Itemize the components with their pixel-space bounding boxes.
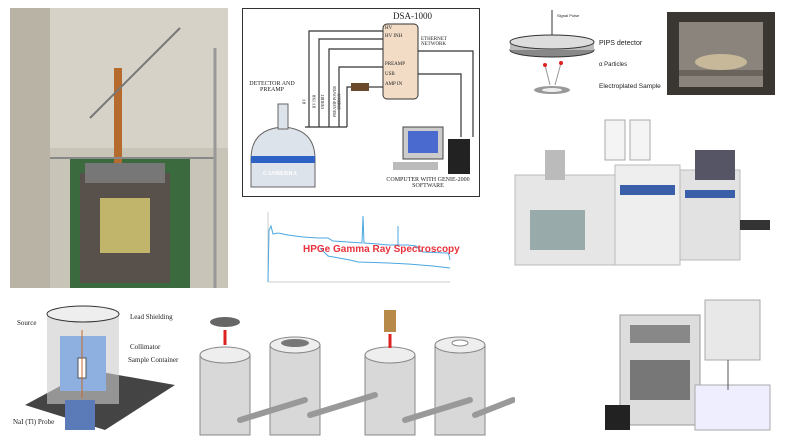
- alpha-particles-label: α Particles: [599, 62, 628, 68]
- collimator-label: Collimator: [130, 343, 161, 351]
- port-hv-inh: HV INH: [385, 34, 403, 39]
- spectrum-title: HPGe Gamma Ray Spectroscopy: [303, 244, 460, 255]
- pips-diagram: Signal Pulse PIPS detector α Particles E…: [505, 5, 661, 95]
- computer-label: COMPUTER WITH GENIE-2000 SOFTWARE: [386, 177, 470, 189]
- nai-probe-label: NaI (Tl) Probe: [13, 418, 55, 426]
- hpge-spectrum-chart: HPGe Gamma Ray Spectroscopy: [258, 208, 460, 286]
- sample-geometry-illustration: [195, 300, 515, 440]
- alpha-spectrometer-photo: [600, 290, 775, 440]
- port-amp-in: AMP IN: [385, 82, 403, 87]
- ion-chromatography-photo: [510, 110, 775, 270]
- port-preamp: PREAMP: [385, 62, 406, 67]
- cable-hv: HV: [301, 98, 307, 105]
- lab-apparatus-photo: [10, 8, 228, 288]
- cable-inhibit: INHIBIT: [319, 94, 325, 109]
- canberra-logo: CANBERRA: [263, 171, 298, 177]
- ethernet-label: ETHERNET NETWORK: [421, 37, 447, 47]
- electroplated-sample-label: Electroplated Sample: [599, 83, 661, 90]
- port-usb: USB: [385, 72, 395, 77]
- detector-label: DETECTOR AND PREAMP: [249, 81, 295, 93]
- nai-detector-diagram: Source Lead Shielding Collimator Sample …: [5, 300, 190, 440]
- spectrum-line: [267, 215, 451, 283]
- pips-detector-label: PIPS detector: [599, 40, 643, 47]
- cable-hv-inh: HV INH: [311, 94, 317, 109]
- cable-energy: ENERGY: [336, 93, 342, 110]
- dsa-title: DSA-1000: [393, 11, 433, 21]
- alpha-chamber-photo: [667, 12, 775, 95]
- source-label: Source: [17, 319, 37, 327]
- lead-shielding-label: Lead Shielding: [130, 313, 173, 321]
- port-hv: HV: [385, 26, 393, 31]
- dsa-1000-diagram: DSA-1000 HV HV INH PREAMP USB AMP IN ETH…: [242, 8, 480, 197]
- signal-pulse-label: Signal Pulse: [557, 13, 580, 18]
- sample-container-label: Sample Container: [128, 356, 179, 364]
